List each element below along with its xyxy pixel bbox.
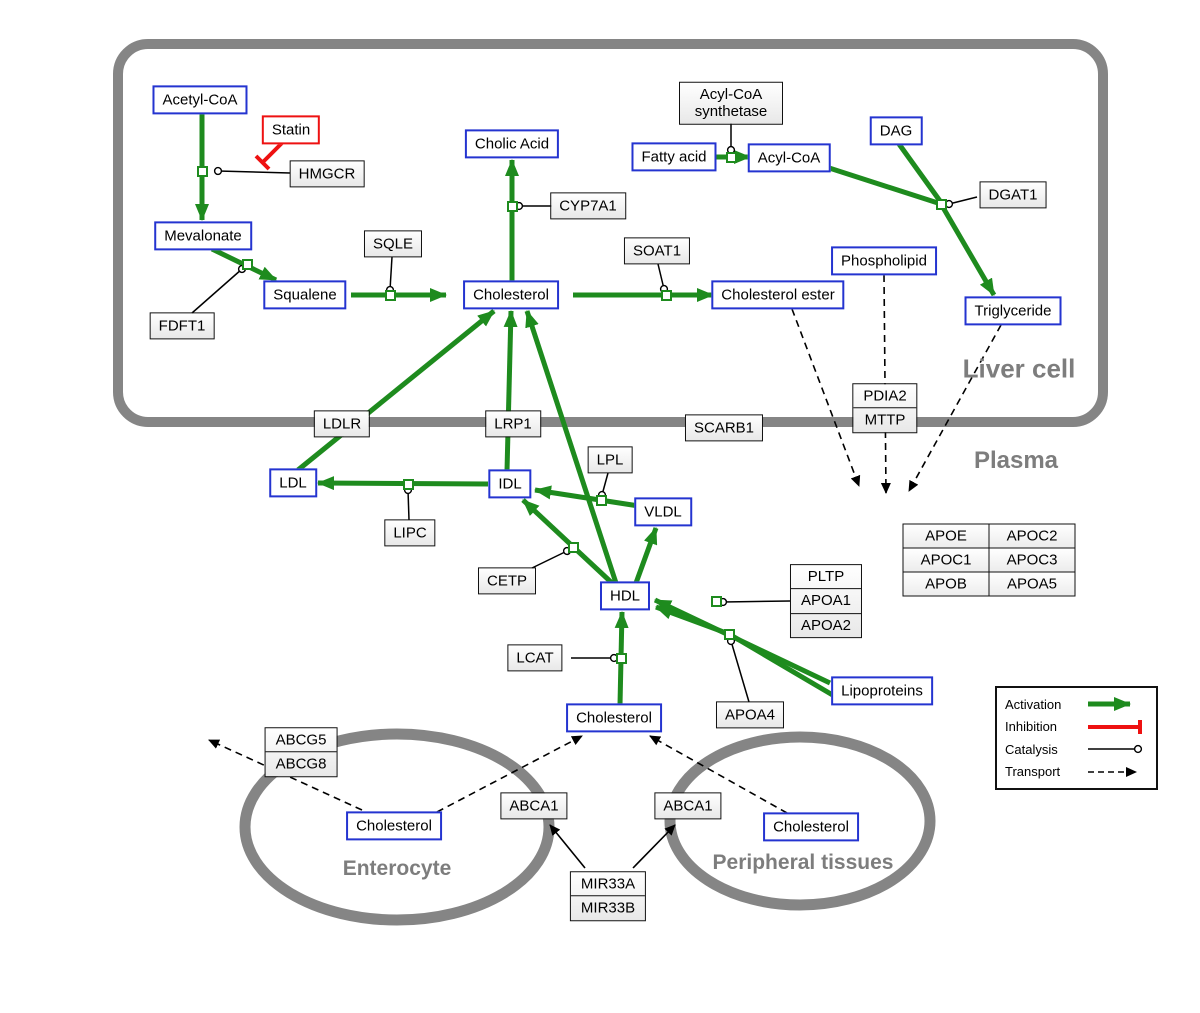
node-phospholipid[interactable]: Phospholipid bbox=[831, 246, 937, 276]
node-fatty-acid[interactable]: Fatty acid bbox=[631, 142, 717, 172]
peripheral-tissues-label: Peripheral tissues bbox=[712, 851, 894, 874]
node-apoa5[interactable]: APOA5 bbox=[989, 572, 1076, 597]
node-lipc[interactable]: LIPC bbox=[384, 519, 436, 547]
node-apoe[interactable]: APOE bbox=[903, 524, 990, 549]
legend-row-catalysis: Catalysis bbox=[1005, 739, 1148, 759]
legend-catalysis-label: Catalysis bbox=[1005, 741, 1058, 757]
node-apoa2[interactable]: APOA2 bbox=[790, 612, 862, 637]
node-cholesterol-enterocyte[interactable]: Cholesterol bbox=[346, 811, 442, 841]
node-apoc1[interactable]: APOC1 bbox=[903, 548, 990, 573]
node-pdia2[interactable]: PDIA2 bbox=[863, 387, 907, 405]
node-mevalonate[interactable]: Mevalonate bbox=[154, 221, 252, 251]
node-mir33b[interactable]: MIR33B bbox=[570, 895, 646, 920]
legend-inhibition-label: Inhibition bbox=[1005, 719, 1058, 735]
node-cetp[interactable]: CETP bbox=[477, 567, 537, 595]
legend-row-inhibition: Inhibition bbox=[1005, 717, 1148, 737]
node-apoa1[interactable]: APOA1 bbox=[790, 588, 862, 612]
node-hdl[interactable]: HDL bbox=[599, 581, 651, 611]
legend-transport-label: Transport bbox=[1005, 764, 1061, 780]
apolipoprotein-table: APOE APOC2 APOC1 APOC3 APOB APOA5 bbox=[902, 523, 1076, 597]
inhibition-edge bbox=[254, 140, 285, 171]
node-hmgcr[interactable]: HMGCR bbox=[289, 160, 365, 188]
node-mir33a[interactable]: MIR33A bbox=[580, 875, 636, 893]
node-fdft1[interactable]: FDFT1 bbox=[149, 312, 215, 340]
liver-cell-membrane bbox=[113, 39, 1108, 427]
node-lipoproteins[interactable]: Lipoproteins bbox=[831, 676, 933, 706]
node-vldl[interactable]: VLDL bbox=[634, 497, 692, 527]
node-cholesterol-ester[interactable]: Cholesterol ester bbox=[711, 280, 845, 310]
node-mir33a-mir33b-complex[interactable]: MIR33A MIR33B bbox=[569, 871, 647, 921]
node-pdia2-mttp-complex[interactable]: PDIA2 MTTP bbox=[852, 383, 918, 433]
legend: Activation Inhibition Catalysis Transpor… bbox=[995, 686, 1158, 790]
mir-regulation-edges bbox=[549, 824, 676, 869]
node-cholesterol-peripheral[interactable]: Cholesterol bbox=[763, 812, 859, 842]
catalysis-edges bbox=[191, 120, 978, 703]
node-cholic-acid[interactable]: Cholic Acid bbox=[464, 129, 560, 159]
node-abca1-peripheral[interactable]: ABCA1 bbox=[654, 792, 722, 820]
node-apob[interactable]: APOB bbox=[903, 572, 990, 597]
node-abcg5[interactable]: ABCG5 bbox=[275, 731, 327, 749]
node-idl[interactable]: IDL bbox=[488, 469, 532, 499]
node-apoc2[interactable]: APOC2 bbox=[989, 524, 1076, 549]
node-acyl-coa-synthetase[interactable]: Acyl-CoA synthetase bbox=[679, 81, 783, 125]
node-triglyceride[interactable]: Triglyceride bbox=[964, 296, 1062, 326]
legend-row-activation: Activation bbox=[1005, 694, 1148, 714]
reaction-nodes bbox=[197, 152, 947, 664]
activation-arrow-icon bbox=[1088, 697, 1131, 711]
node-mttp[interactable]: MTTP bbox=[853, 407, 917, 432]
node-lrp1[interactable]: LRP1 bbox=[485, 410, 541, 438]
catalysis-circle-icon bbox=[1088, 745, 1143, 754]
node-acetyl-coa[interactable]: Acetyl-CoA bbox=[152, 85, 248, 115]
inhibition-tbar-icon bbox=[1088, 719, 1142, 734]
node-squalene[interactable]: Squalene bbox=[263, 280, 347, 310]
node-pltp[interactable]: PLTP bbox=[807, 568, 845, 586]
node-dgat1[interactable]: DGAT1 bbox=[979, 181, 1047, 209]
node-ldl[interactable]: LDL bbox=[269, 468, 317, 498]
liver-cell-label: Liver cell bbox=[962, 353, 1076, 384]
legend-activation-label: Activation bbox=[1005, 696, 1062, 712]
enterocyte-label: Enterocyte bbox=[342, 857, 452, 880]
node-pltp-apoa1-apoa2-complex[interactable]: PLTP APOA1 APOA2 bbox=[789, 564, 863, 638]
legend-row-transport: Transport bbox=[1005, 762, 1148, 782]
node-abcg5-abcg8-complex[interactable]: ABCG5 ABCG8 bbox=[264, 727, 338, 777]
node-dag[interactable]: DAG bbox=[869, 116, 923, 146]
node-soat1[interactable]: SOAT1 bbox=[623, 237, 691, 265]
node-lcat[interactable]: LCAT bbox=[507, 644, 563, 672]
node-statin[interactable]: Statin bbox=[261, 115, 321, 145]
enterocyte-membrane bbox=[239, 728, 555, 926]
transport-arrow-icon bbox=[1088, 766, 1137, 777]
node-cyp7a1[interactable]: CYP7A1 bbox=[550, 192, 626, 220]
peripheral-tissues-membrane bbox=[664, 731, 936, 911]
node-apoa4[interactable]: APOA4 bbox=[715, 701, 785, 729]
node-scarb1[interactable]: SCARB1 bbox=[684, 414, 764, 442]
node-sqle[interactable]: SQLE bbox=[363, 230, 423, 258]
membranes bbox=[113, 39, 1108, 926]
node-cholesterol-liver[interactable]: Cholesterol bbox=[463, 280, 559, 310]
node-acyl-coa[interactable]: Acyl-CoA bbox=[747, 143, 831, 173]
node-cholesterol-plasma[interactable]: Cholesterol bbox=[566, 703, 662, 733]
node-abca1-enterocyte[interactable]: ABCA1 bbox=[500, 792, 568, 820]
node-ldlr[interactable]: LDLR bbox=[313, 410, 371, 438]
plasma-label: Plasma bbox=[973, 447, 1059, 474]
node-apoc3[interactable]: APOC3 bbox=[989, 548, 1076, 573]
node-abcg8[interactable]: ABCG8 bbox=[265, 751, 337, 776]
node-lpl[interactable]: LPL bbox=[587, 446, 633, 474]
